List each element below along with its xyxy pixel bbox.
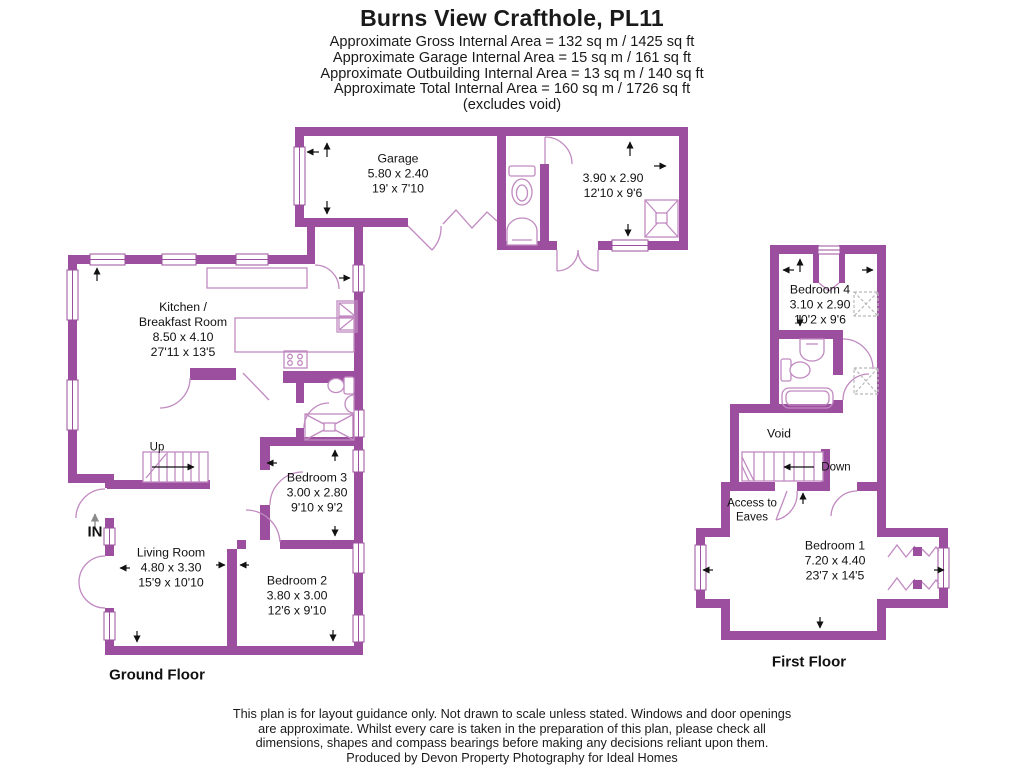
staircase-up: [142, 451, 209, 483]
bedroom2-imperial: 12'6 x 9'10: [267, 603, 327, 618]
bedroom1-name: Bedroom 1: [804, 538, 866, 553]
kitchen-name-line2: Breakfast Room: [138, 315, 228, 329]
outbuilding-label: 3.90 x 2.90 12'10 x 9'6: [583, 171, 644, 201]
outbuilding-imperial: 12'10 x 9'6: [583, 186, 643, 200]
bedroom2-label: Bedroom 2 3.80 x 3.00 12'6 x 9'10: [267, 574, 328, 619]
skylight-icon: [853, 291, 879, 395]
first-floor-dimension-arrows: [702, 258, 945, 629]
outbuilding-area-line: Approximate Outbuilding Internal Area = …: [320, 65, 704, 82]
header: Burns View Crafthole, PL11 Approximate G…: [0, 5, 1024, 114]
total-area-line: Approximate Total Internal Area = 160 sq…: [333, 81, 691, 98]
disclaimer-line-2: are approximate. Whilst every care is ta…: [258, 721, 766, 736]
first-floor-title: First Floor: [771, 653, 847, 671]
access-to-eaves-label: Access to Eaves: [727, 497, 777, 524]
stairs-up-label: Up: [149, 441, 165, 454]
bedroom1-metric: 7.20 x 4.40: [804, 553, 866, 568]
outbuilding-shower-icon: [644, 199, 679, 238]
kitchen-label: Kitchen / Breakfast Room 8.50 x 4.10 27'…: [139, 300, 227, 360]
wardrobe-icon: [887, 543, 940, 592]
ground-floor-title: Ground Floor: [109, 666, 205, 684]
bedroom2-metric: 3.80 x 3.00: [266, 588, 328, 603]
wc-toilet-icon: [508, 165, 536, 206]
bedroom4-metric: 3.10 x 2.90: [789, 297, 851, 312]
outbuilding-metric: 3.90 x 2.90: [582, 171, 644, 185]
staircase-down: [741, 451, 824, 482]
disclaimer-line-1: This plan is for layout guidance only. N…: [232, 707, 792, 721]
kitchen-metric: 8.50 x 4.10: [152, 330, 214, 344]
ensuite-toilet-icon: [780, 358, 811, 382]
bedroom1-imperial: 23'7 x 14'5: [805, 568, 865, 583]
disclaimer-line-3: dimensions, shapes and compass bearings …: [255, 736, 769, 751]
void-label: Void: [767, 427, 791, 442]
kitchen-counter-icon: [206, 267, 358, 353]
living-room-metric: 4.80 x 3.30: [140, 560, 202, 575]
garage-label: Garage 5.80 x 2.40 19' x 7'10: [368, 152, 429, 197]
page-title: Burns View Crafthole, PL11: [360, 5, 664, 31]
kitchen-name-line1: Kitchen /: [159, 300, 207, 314]
first-floor-doors: [775, 282, 874, 521]
garage-name: Garage: [377, 151, 419, 166]
disclaimer: This plan is for layout guidance only. N…: [0, 707, 1024, 765]
hob-icon: [283, 350, 308, 369]
bedroom2-name: Bedroom 2: [266, 573, 328, 588]
bedroom3-metric: 3.00 x 2.80: [286, 485, 348, 500]
kitchen-imperial: 27'11 x 13'5: [150, 345, 216, 359]
garage-area-line: Approximate Garage Internal Area = 15 sq…: [332, 49, 692, 66]
ground-floor-dimension-arrows: [90, 141, 667, 643]
bathroom-sink-icon: [344, 394, 355, 414]
bedroom3-imperial: 9'10 x 9'2: [291, 500, 343, 515]
bedroom3-name: Bedroom 3: [286, 470, 348, 485]
excludes-void-line: (excludes void): [462, 97, 562, 114]
first-floor-walls: [696, 245, 948, 640]
bedroom4-label: Bedroom 4 3.10 x 2.90 10'2 x 9'6: [790, 283, 851, 328]
bedroom3-label: Bedroom 3 3.00 x 2.80 9'10 x 9'2: [287, 471, 348, 516]
living-room-name: Living Room: [136, 545, 206, 560]
garage-imperial: 19' x 7'10: [372, 181, 424, 196]
living-room-imperial: 15'9 x 10'10: [138, 575, 204, 590]
ensuite-bath-icon: [781, 387, 834, 409]
living-room-label: Living Room 4.80 x 3.30 15'9 x 10'10: [137, 546, 205, 591]
ground-floor-windows: [66, 146, 649, 643]
entrance-label: IN: [87, 523, 103, 541]
disclaimer-line-4: Produced by Devon Property Photography f…: [346, 750, 678, 765]
garage-metric: 5.80 x 2.40: [367, 166, 429, 181]
ground-floor-doors: [75, 136, 599, 609]
bathroom-toilet-icon: [327, 376, 355, 395]
ensuite-sink-icon: [799, 338, 825, 362]
bedroom1-label: Bedroom 1 7.20 x 4.40 23'7 x 14'5: [805, 539, 866, 584]
stairs-down-label: Down: [821, 461, 851, 474]
wc-sink-icon: [506, 217, 538, 246]
gross-area-line: Approximate Gross Internal Area = 132 sq…: [329, 34, 695, 50]
bedroom4-imperial: 10'2 x 9'6: [794, 312, 846, 327]
void-name: Void: [767, 426, 791, 441]
break-line: [442, 209, 498, 229]
bathroom-shower-icon: [304, 413, 355, 441]
bedroom4-name: Bedroom 4: [789, 282, 851, 297]
